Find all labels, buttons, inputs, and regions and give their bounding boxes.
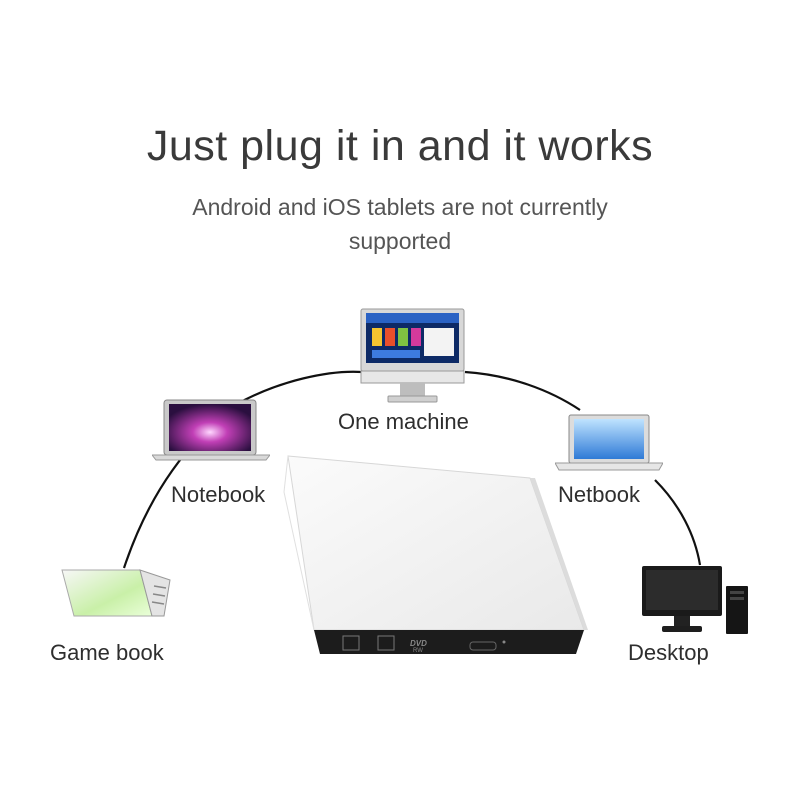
all-in-one-computer-icon xyxy=(360,308,465,410)
device-label-game-book: Game book xyxy=(50,640,164,665)
device-label-notebook: Notebook xyxy=(171,482,266,507)
drive-logo-rw: RW xyxy=(413,648,423,654)
page-subtitle: Android and iOS tablets are not currentl… xyxy=(192,194,608,254)
external-dvd-drive-icon xyxy=(280,452,600,667)
device-label-desktop: Desktop xyxy=(628,640,709,665)
netbook-laptop-icon xyxy=(554,414,664,477)
desktop-computer-icon xyxy=(640,564,752,641)
device-label-one-machine: One machine xyxy=(338,409,469,434)
drive-logo-dvd: DVD xyxy=(410,639,427,648)
page-title: Just plug it in and it works xyxy=(146,122,654,170)
notebook-laptop-icon xyxy=(150,398,272,467)
device-label-netbook: Netbook xyxy=(558,482,640,507)
game-book-laptop-icon xyxy=(60,566,172,627)
